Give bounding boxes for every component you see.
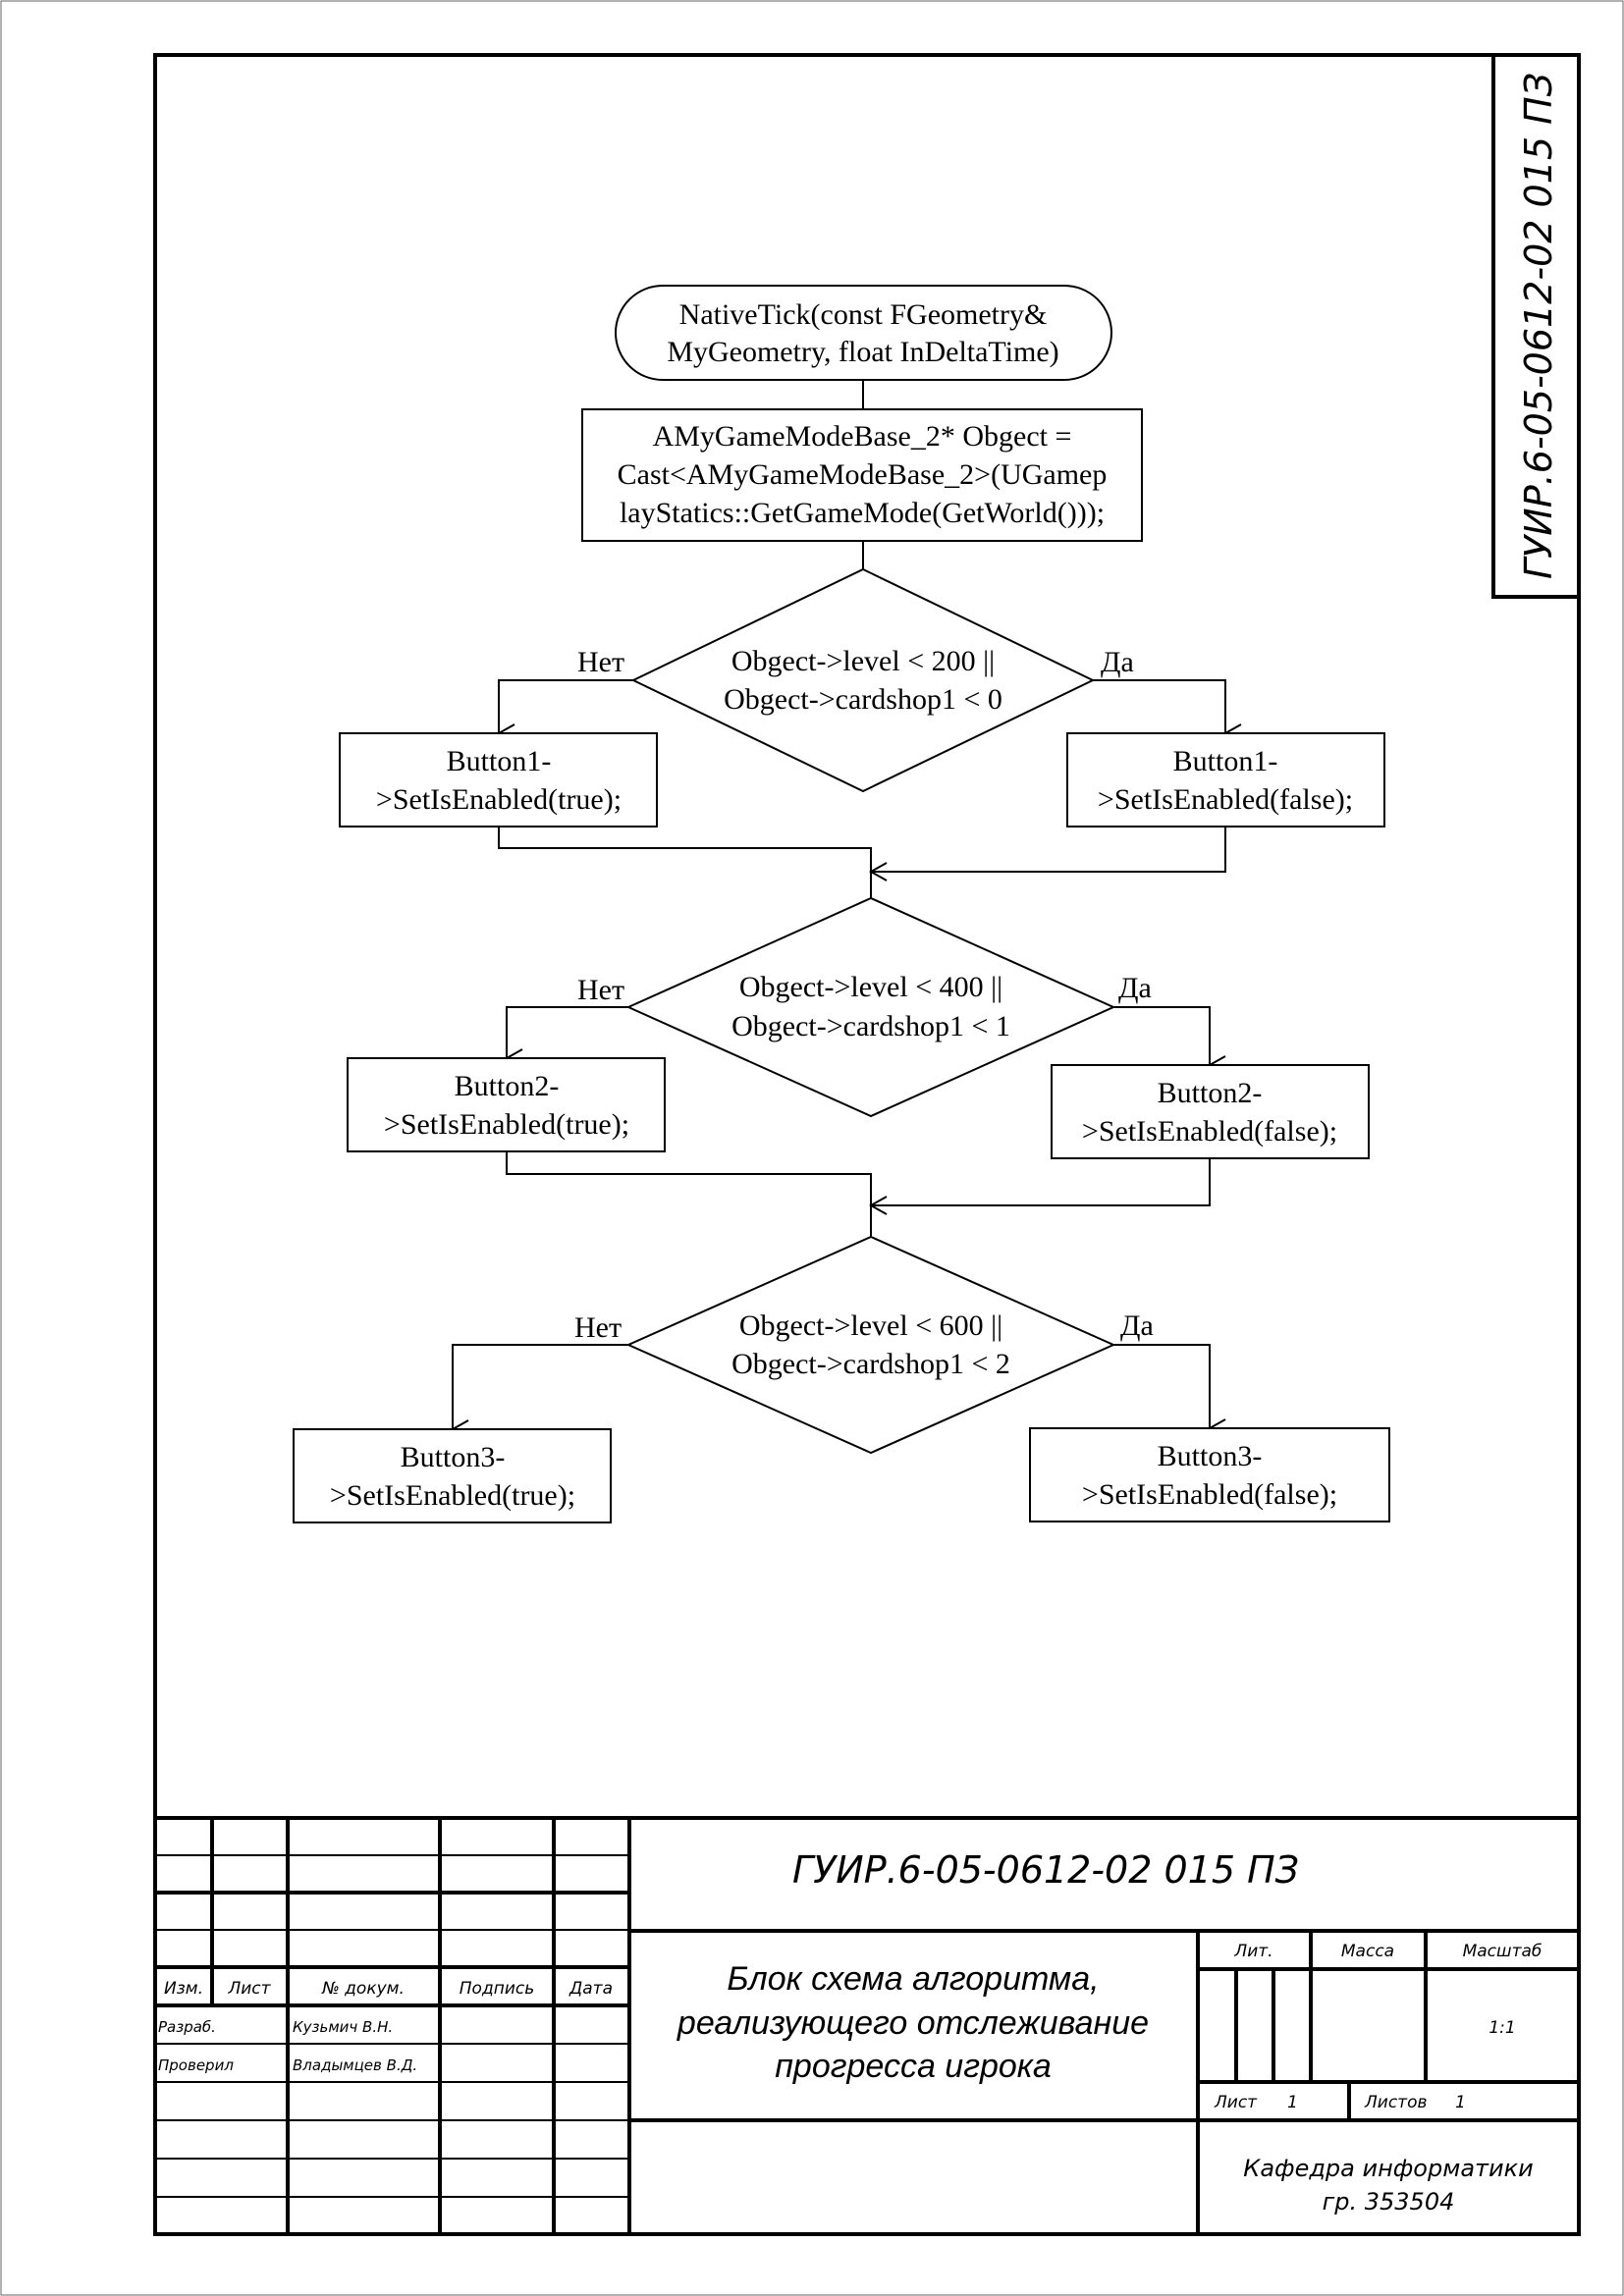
decision-2-no-label: Нет [577, 974, 624, 1006]
button2-enable-process: Button2- >SetIsEnabled(true); [347, 1057, 666, 1152]
scale-value: 1:1 [1489, 2018, 1515, 2038]
title-line2: реализующего отслеживание [677, 2004, 1149, 2042]
decision-1-no-label: Нет [577, 646, 624, 678]
svg-text:>SetIsEnabled(true);: >SetIsEnabled(true); [384, 1108, 629, 1141]
svg-text:Button1-: Button1- [1173, 745, 1278, 777]
cast-line1: AMyGameModeBase_2* Obgect = [653, 420, 1072, 453]
title-line3: прогресса игрока [775, 2048, 1052, 2085]
decision-2-line2: Obgect->cardshop1 < 1 [731, 1010, 1010, 1042]
name-developer: Кузьмич В.Н. [293, 2018, 393, 2036]
decision-1-yes-label: Да [1101, 646, 1134, 678]
title-block-code: ГУИР.6-05-0612-02 015 ПЗ [792, 1848, 1299, 1892]
role-developer: Разраб. [158, 2018, 216, 2036]
button1-disable-process: Button1- >SetIsEnabled(false); [1066, 732, 1385, 828]
header-list: Лист [227, 1979, 271, 1999]
cast-line3: layStatics::GetGameMode(GetWorld())); [620, 497, 1105, 529]
role-checker: Проверил [158, 2056, 234, 2074]
scale-label: Масштаб [1463, 1942, 1543, 1961]
decision-2-line1: Obgect->level < 400 || [739, 971, 1002, 1003]
name-checker: Владымцев В.Д. [293, 2056, 417, 2074]
svg-text:>SetIsEnabled(false);: >SetIsEnabled(false); [1098, 783, 1353, 816]
svg-text:Button3-: Button3- [401, 1441, 506, 1473]
button1-enable-process: Button1- >SetIsEnabled(true); [339, 732, 658, 828]
svg-text:Button1-: Button1- [447, 745, 552, 777]
title-line1: Блок схема алгоритма, [727, 1960, 1099, 1998]
svg-text:>SetIsEnabled(false);: >SetIsEnabled(false); [1082, 1478, 1337, 1511]
cast-line2: Cast<AMyGameModeBase_2>(UGamep [618, 458, 1108, 491]
button3-enable-process: Button3- >SetIsEnabled(true); [293, 1428, 612, 1523]
svg-text:Button2-: Button2- [455, 1070, 560, 1102]
cast-process: AMyGameModeBase_2* Obgect = Cast<AMyGame… [581, 408, 1143, 542]
button3-disable-process: Button3- >SetIsEnabled(false); [1029, 1427, 1390, 1522]
start-line1: NativeTick(const FGeometry& [679, 298, 1048, 331]
decision-1-line2: Obgect->cardshop1 < 0 [724, 683, 1002, 716]
svg-text:>SetIsEnabled(true);: >SetIsEnabled(true); [330, 1479, 575, 1512]
lit-label: Лит. [1233, 1942, 1272, 1961]
decision-2-yes-label: Да [1118, 972, 1152, 1004]
flowchart: NativeTick(const FGeometry& MyGeometry, … [293, 285, 1390, 1523]
rotated-code-box: ГУИР.6-05-0612-02 015 ПЗ [1491, 53, 1581, 599]
decision-3-line1: Obgect->level < 600 || [739, 1309, 1002, 1342]
header-date: Дата [568, 1979, 613, 1999]
decision-1: Obgect->level < 200 || Obgect->cardshop1… [630, 567, 1096, 793]
header-izm: Изм. [164, 1979, 203, 1999]
button2-disable-process: Button2- >SetIsEnabled(false); [1051, 1064, 1370, 1159]
decision-3-no-label: Нет [574, 1311, 622, 1344]
start-line2: MyGeometry, float InDeltaTime) [667, 336, 1058, 368]
svg-text:Button3-: Button3- [1158, 1440, 1263, 1472]
org-line1: Кафедра информатики [1243, 2155, 1533, 2182]
mass-label: Масса [1341, 1942, 1394, 1961]
decision-3-yes-label: Да [1120, 1309, 1154, 1342]
sheets-value: 1 [1455, 2093, 1466, 2112]
decision-3-line2: Obgect->cardshop1 < 2 [731, 1348, 1010, 1380]
org-line2: гр. 353504 [1323, 2188, 1455, 2216]
svg-text:Button2-: Button2- [1158, 1077, 1263, 1109]
header-doc-no: № докум. [321, 1979, 405, 1999]
sheets-label: Листов [1364, 2093, 1428, 2112]
title-block: ГУИР.6-05-0612-02 015 ПЗ Блок схема алго… [155, 1816, 1579, 2234]
svg-text:>SetIsEnabled(true);: >SetIsEnabled(true); [376, 783, 622, 816]
sheet-value: 1 [1287, 2093, 1298, 2112]
svg-text:>SetIsEnabled(false);: >SetIsEnabled(false); [1082, 1115, 1337, 1148]
decision-1-line1: Obgect->level < 200 || [731, 645, 995, 677]
header-signature: Подпись [460, 1979, 534, 1999]
sheet-label: Лист [1214, 2093, 1258, 2112]
decision-2: Obgect->level < 400 || Obgect->cardshop1… [625, 896, 1116, 1118]
rotated-document-code: ГУИР.6-05-0612-02 015 ПЗ [1517, 73, 1560, 579]
start-terminator: NativeTick(const FGeometry& MyGeometry, … [615, 285, 1112, 381]
decision-3: Obgect->level < 600 || Obgect->cardshop1… [625, 1235, 1116, 1455]
drawing-frame [153, 53, 1581, 2236]
